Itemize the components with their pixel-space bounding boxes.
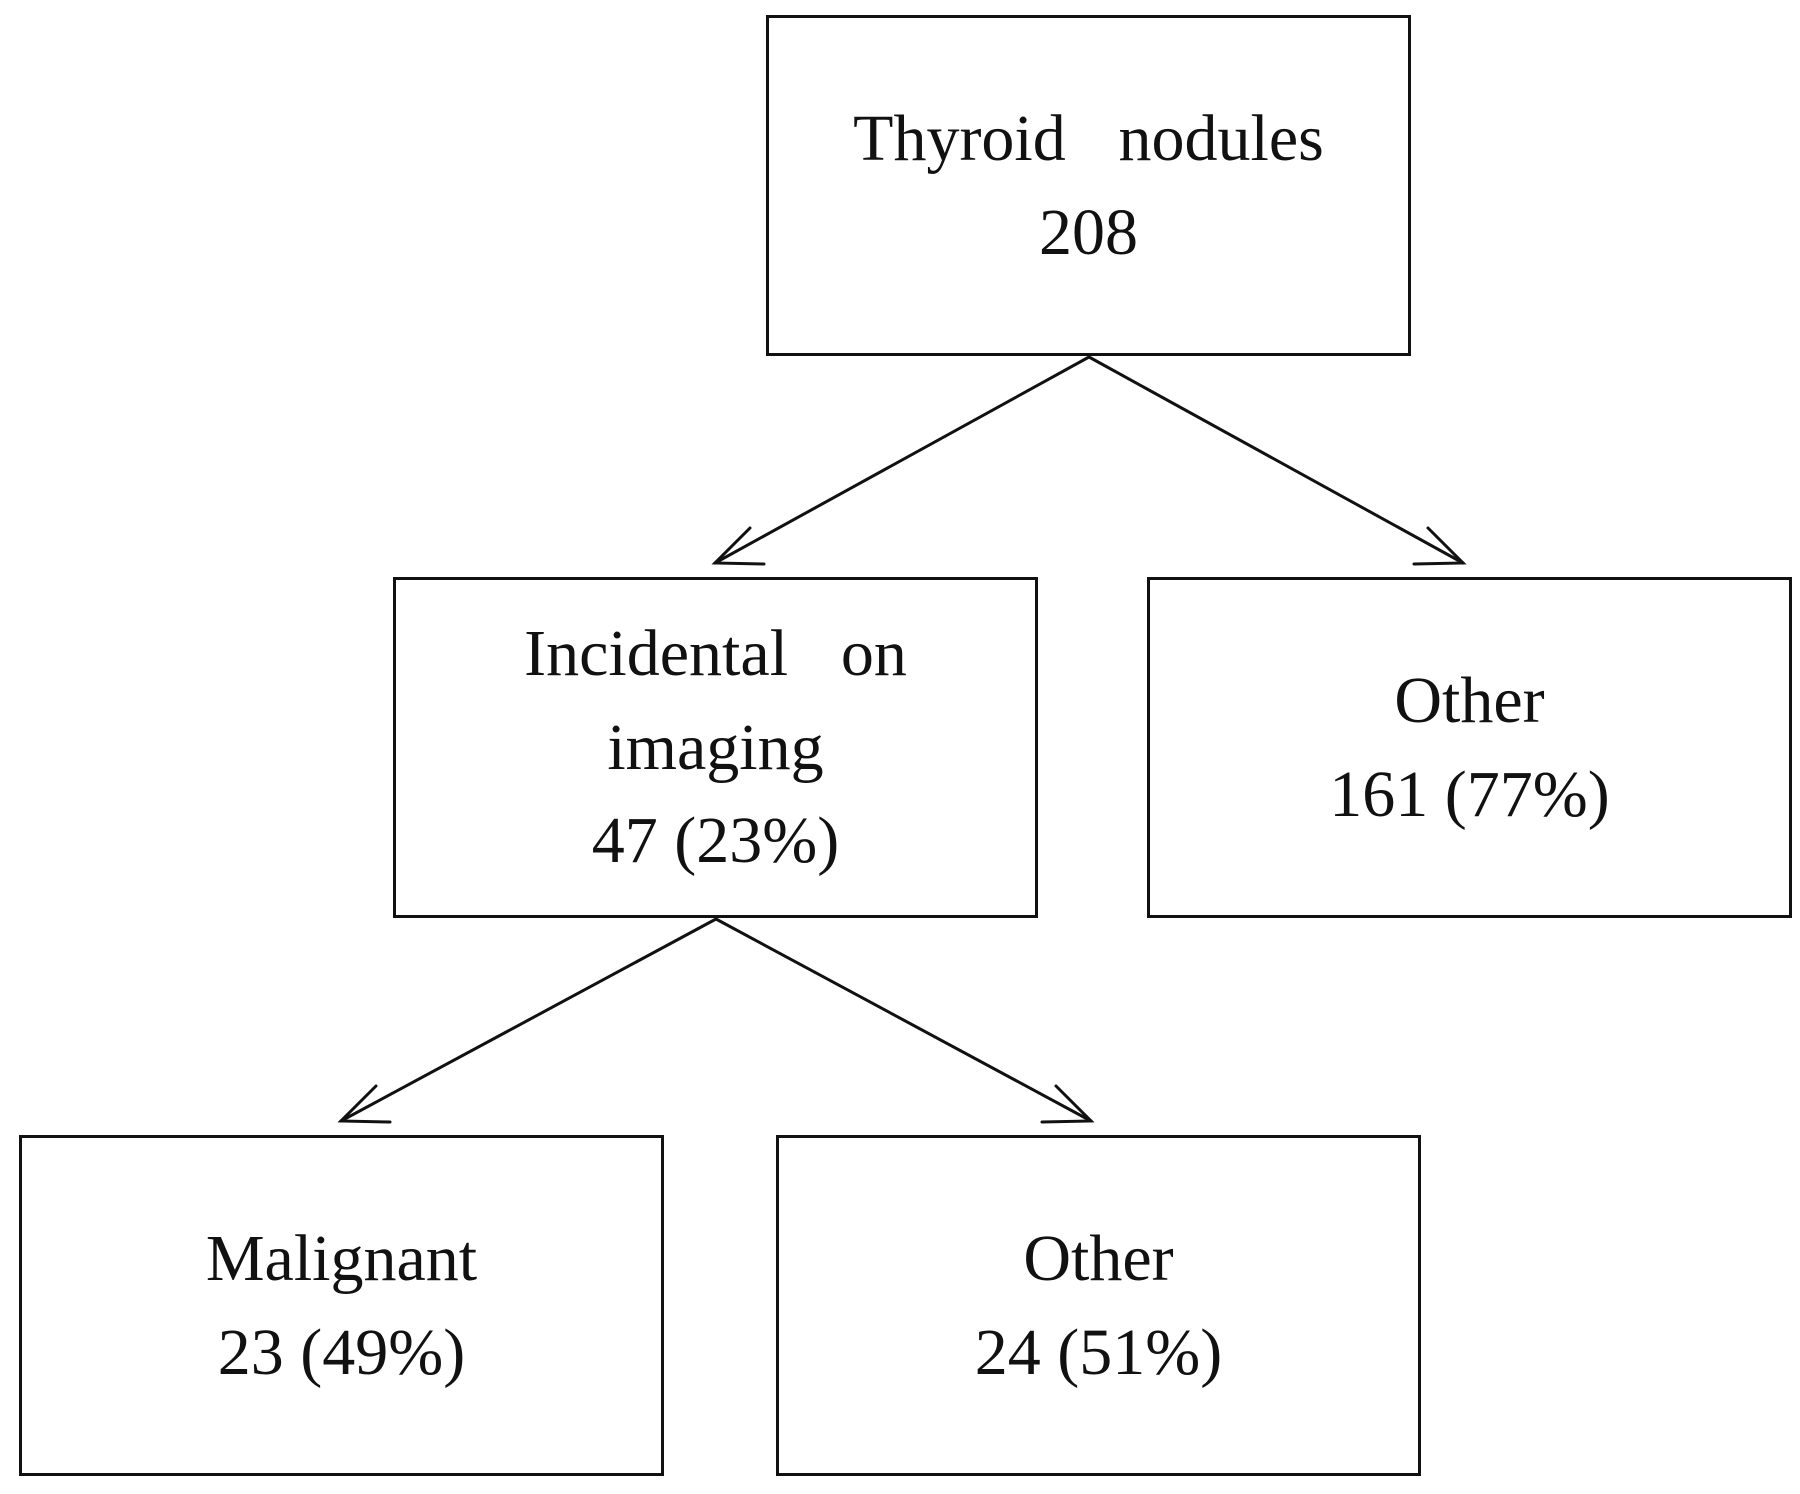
node-count: 47 (23%) [591, 804, 840, 878]
node-thyroid-nodules: Thyroid nodules 208 [766, 15, 1411, 356]
edge-incidental-to-other-2 [714, 917, 1093, 1123]
node-label: Other [1394, 663, 1545, 737]
node-label-line-2: imaging [607, 710, 824, 784]
arrowhead-incidental-to-other-2 [1040, 1084, 1095, 1124]
node-malignant: Malignant 23 (49%) [19, 1135, 664, 1476]
node-other-first-level: Other 161 (77%) [1147, 577, 1792, 918]
node-count: 24 (51%) [974, 1315, 1223, 1389]
node-count: 161 (77%) [1329, 757, 1610, 831]
arrowhead-root-to-other-1 [1412, 526, 1467, 566]
arrowhead-root-to-incidental [711, 526, 766, 566]
node-label: Other [1023, 1221, 1174, 1295]
node-count: 23 (49%) [217, 1315, 466, 1389]
edge-root-to-other-1 [1087, 355, 1465, 565]
node-label: Thyroid nodules [853, 101, 1324, 175]
node-count: 208 [1039, 195, 1138, 269]
arrowhead-incidental-to-malignant [337, 1084, 392, 1124]
edge-root-to-incidental [713, 355, 1091, 565]
node-other-second-level: Other 24 (51%) [776, 1135, 1421, 1476]
node-label-line-1: Incidental on [524, 616, 907, 690]
node-incidental-on-imaging: Incidental on imaging 47 (23%) [393, 577, 1038, 918]
node-label: Malignant [205, 1221, 478, 1295]
edge-incidental-to-malignant [339, 917, 718, 1123]
